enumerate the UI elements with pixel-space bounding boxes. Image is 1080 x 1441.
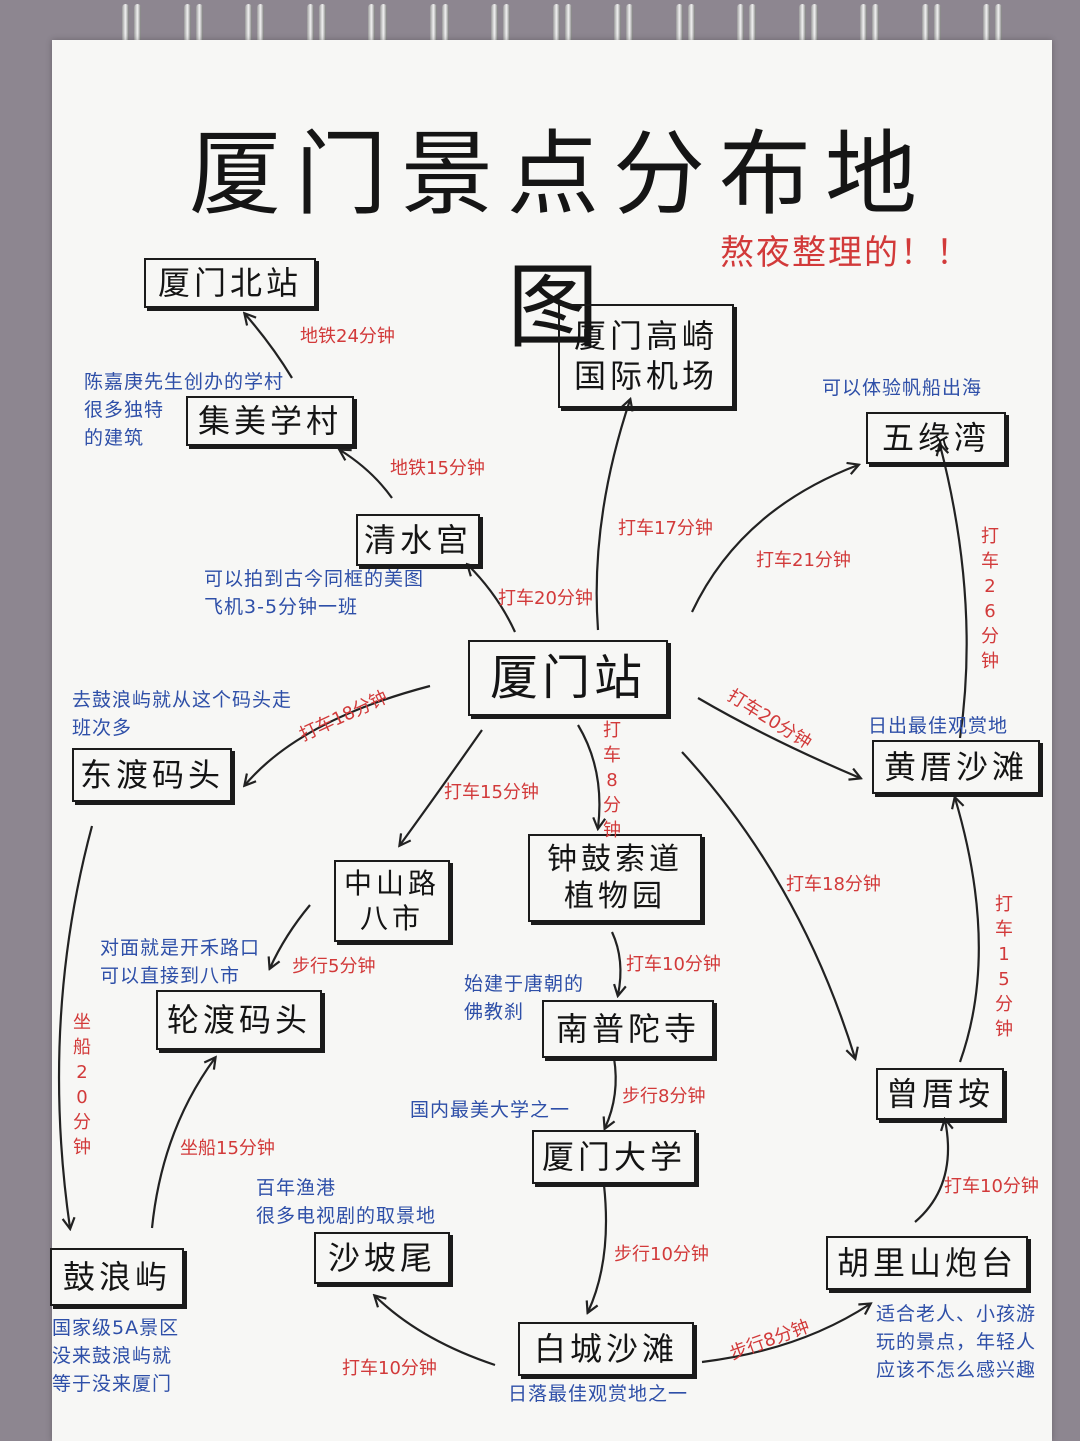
note-lundu: 对面就是开禾路口 可以直接到八市 xyxy=(100,937,261,987)
note-wuyuan: 可以体验帆船出海 xyxy=(822,377,983,399)
node-xiamen-station: 厦门站 xyxy=(468,640,668,716)
arrow-jimei-to-north xyxy=(245,314,293,379)
route-label-station-wuyuan: 打车21分钟 xyxy=(756,550,851,571)
note-shapowei: 百年渔港 很多电视剧的取景地 xyxy=(256,1177,437,1227)
node-shapowei: 沙坡尾 xyxy=(314,1232,450,1284)
page-subtitle: 熬夜整理的！！ xyxy=(720,233,972,273)
arrow-baicheng-to-hulishan xyxy=(701,1304,870,1364)
note-dongdu: 去鼓浪屿就从这个码头走 班次多 xyxy=(72,689,293,739)
note-hulishan: 适合老人、小孩游 玩的景点，年轻人 应该不怎么感兴趣 xyxy=(876,1303,1037,1381)
note-xmu: 国内最美大学之一 xyxy=(410,1099,571,1121)
node-jimei: 集美学村 xyxy=(186,396,354,446)
arrow-station-to-wuyuan xyxy=(691,465,858,613)
arrow-zhonggu-to-nanputuo xyxy=(611,931,620,995)
route-label-jimei-qingshui: 地铁15分钟 xyxy=(390,458,485,479)
route-label-airport: 打车17分钟 xyxy=(618,518,713,539)
note-jimei: 陈嘉庚先生创办的学村 很多独特 的建筑 xyxy=(84,371,285,449)
node-hulishan-fort: 胡里山炮台 xyxy=(826,1236,1028,1290)
page-title: 厦门景点分布地图 xyxy=(188,121,931,361)
node-huangcuo-beach: 黄厝沙滩 xyxy=(872,740,1040,794)
route-label-dongdu-gulangyu: 坐船20分钟 xyxy=(73,1012,91,1158)
arrow-hulishan-to-zengcuoan xyxy=(914,1120,948,1223)
arrow-station-to-zhonggu xyxy=(577,724,599,828)
route-label-station-zhongshan: 打车15分钟 xyxy=(444,782,539,803)
route-label-xmu-baicheng: 步行10分钟 xyxy=(614,1244,709,1265)
arrow-zhongshan-to-lundu xyxy=(270,904,311,968)
note-huangcuo: 日出最佳观赏地 xyxy=(868,715,1009,737)
route-label-nanputuo-xmu: 步行8分钟 xyxy=(622,1086,706,1107)
arrow-dongdu-to-gulangyu xyxy=(57,825,94,1228)
node-xiamen-university: 厦门大学 xyxy=(532,1130,696,1184)
node-zhongshan-road: 中山路 八市 xyxy=(334,860,450,942)
arrow-station-to-qingshui xyxy=(468,565,516,633)
node-nanputuo-temple: 南普陀寺 xyxy=(542,1000,714,1058)
arrow-xmu-to-baicheng xyxy=(588,1184,608,1312)
note-qingshui: 可以拍到古今同框的美图 飞机3-5分钟一班 xyxy=(204,568,425,618)
arrow-gulangyu-to-lundu xyxy=(150,1058,215,1229)
node-zengcuoan: 曾厝垵 xyxy=(876,1068,1004,1120)
route-label-gulangyu-lundu: 坐船15分钟 xyxy=(180,1138,275,1159)
route-label-station-zhonggu: 打车8分钟 xyxy=(603,720,621,841)
arrow-station-to-airport xyxy=(595,400,630,631)
route-label-zhongshan-lundu: 步行5分钟 xyxy=(292,956,376,977)
route-label-huangcuo-zengcuoan: 打车15分钟 xyxy=(995,894,1013,1040)
arrow-zengcuoan-to-huangcuo xyxy=(955,798,980,1063)
arrow-qingshui-to-jimei xyxy=(340,450,393,499)
node-xiamen-north-station: 厦门北站 xyxy=(144,258,316,308)
note-baicheng: 日落最佳观赏地之一 xyxy=(508,1383,689,1405)
arrow-station-to-huangcuo xyxy=(697,697,860,778)
route-label-north-jimei: 地铁24分钟 xyxy=(300,326,395,347)
arrow-station-to-dongdu xyxy=(245,684,431,785)
node-gulangyu: 鼓浪屿 xyxy=(50,1248,184,1306)
route-label-hulishan-zengcuoan: 打车10分钟 xyxy=(944,1176,1039,1197)
node-dongdu-pier: 东渡码头 xyxy=(72,748,232,802)
note-nanputuo: 始建于唐朝的 佛教刹 xyxy=(464,973,585,1023)
route-label-station-zengcuoan: 打车18分钟 xyxy=(786,874,881,895)
node-zhonggu-cableway: 钟鼓索道 植物园 xyxy=(528,834,702,922)
node-lundu-pier: 轮渡码头 xyxy=(156,990,322,1050)
route-label-station-qingshui: 打车20分钟 xyxy=(498,588,593,609)
arrow-huangcuo-to-wuyuan xyxy=(940,445,968,739)
node-qingshui-palace: 清水宫 xyxy=(356,514,480,566)
node-wuyuan-bay: 五缘湾 xyxy=(866,412,1006,464)
arrow-station-to-zengcuoan xyxy=(681,751,855,1058)
arrow-nanputuo-to-xmu xyxy=(605,1057,617,1128)
route-label-baicheng-shapowei: 打车10分钟 xyxy=(342,1358,437,1379)
route-label-zhonggu-nanputuo: 打车10分钟 xyxy=(626,954,721,975)
note-gulangyu: 国家级5A景区 没来鼓浪屿就 等于没来厦门 xyxy=(52,1317,180,1395)
route-label-wuyuan-huangcuo: 打车26分钟 xyxy=(981,526,999,672)
node-airport: 厦门高崎 国际机场 xyxy=(558,304,734,408)
node-baicheng-beach: 白城沙滩 xyxy=(518,1322,694,1376)
arrow-baicheng-to-shapowei xyxy=(375,1296,496,1367)
arrow-station-to-zhongshan xyxy=(400,729,483,845)
